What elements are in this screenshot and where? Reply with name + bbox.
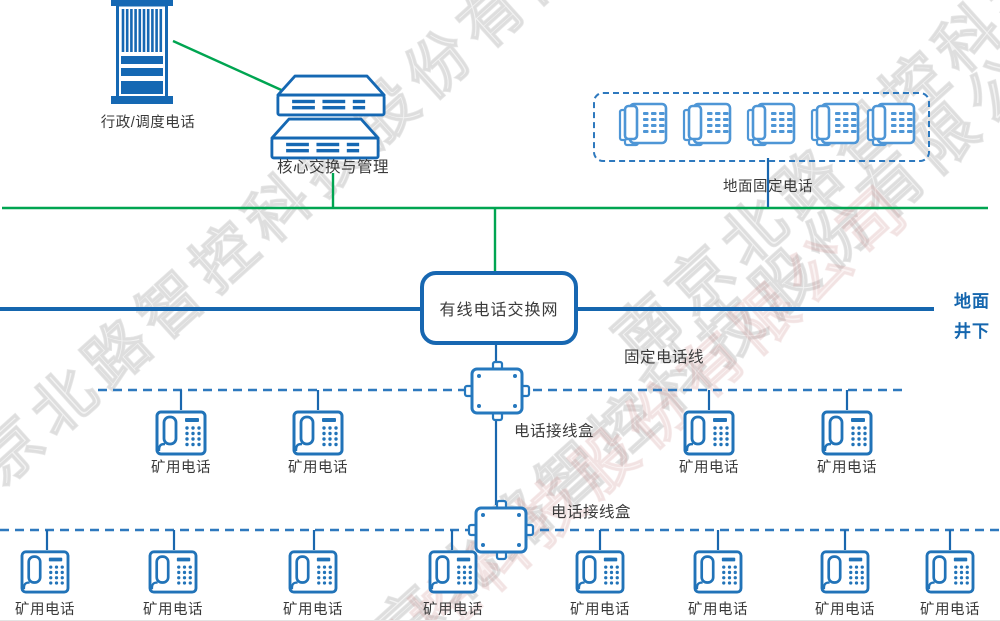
- mine-phone-icon: [427, 548, 479, 599]
- mine-phone-label: 矿用电话: [570, 602, 630, 618]
- junction-box-icon: [463, 360, 531, 427]
- core-switch-label: 核心交换与管理: [276, 159, 389, 176]
- mine-phone-icon: [287, 548, 339, 599]
- mine-phone-label: 矿用电话: [423, 602, 483, 618]
- surface-phone-icon: [808, 100, 860, 153]
- mine-phone-icon: [574, 548, 626, 599]
- row2-phone-drops: [45, 530, 952, 550]
- exchange-node: 有线电话交换网: [420, 271, 578, 345]
- mine-phone-icon: [692, 548, 744, 599]
- mine-phone-icon: [821, 408, 873, 461]
- pbx-to-core-line: [172, 39, 289, 95]
- mine-phone-icon: [924, 548, 976, 599]
- mine-phone-label: 矿用电话: [283, 602, 343, 618]
- surface-phone-icon: [616, 100, 668, 153]
- mine-phone-label: 矿用电话: [288, 460, 348, 476]
- surface-phone-icon: [864, 100, 916, 153]
- mine-phone-icon: [155, 408, 207, 461]
- mine-phone-label: 矿用电话: [143, 602, 203, 618]
- surface-zone-label: 地面: [954, 292, 990, 311]
- mine-phone-label: 矿用电话: [688, 602, 748, 618]
- mine-phone-label: 矿用电话: [920, 602, 980, 618]
- mine-phone-icon: [683, 408, 735, 461]
- exchange-label: 有线电话交换网: [439, 302, 559, 319]
- surface-phone-icon: [744, 100, 796, 153]
- core-switch-icon: [276, 74, 386, 123]
- underground-zone-label: 井下: [954, 322, 990, 341]
- row1-phone-drops: [179, 390, 849, 410]
- mine-phone-label: 矿用电话: [815, 602, 875, 618]
- junction2-label: 电话接线盒: [551, 504, 632, 521]
- pbx-label: 行政/调度电话: [100, 115, 196, 131]
- surface-phone-icon: [680, 100, 732, 153]
- surface-phones-group-box: [593, 92, 930, 162]
- fixed-line-label: 固定电话线: [623, 349, 704, 366]
- mine-phone-label: 矿用电话: [679, 460, 739, 476]
- mine-phone-icon: [147, 548, 199, 599]
- mine-phone-label: 矿用电话: [817, 460, 877, 476]
- mine-phone-icon: [819, 548, 871, 599]
- mine-phone-icon: [292, 408, 344, 461]
- mine-phone-label: 矿用电话: [151, 460, 211, 476]
- pbx-tower-icon: [110, 0, 174, 111]
- surface-phones-label: 地面固定电话: [723, 179, 813, 195]
- junction1-label: 电话接线盒: [514, 423, 595, 440]
- mine-phone-label: 矿用电话: [15, 602, 75, 618]
- mine-phone-icon: [19, 548, 71, 599]
